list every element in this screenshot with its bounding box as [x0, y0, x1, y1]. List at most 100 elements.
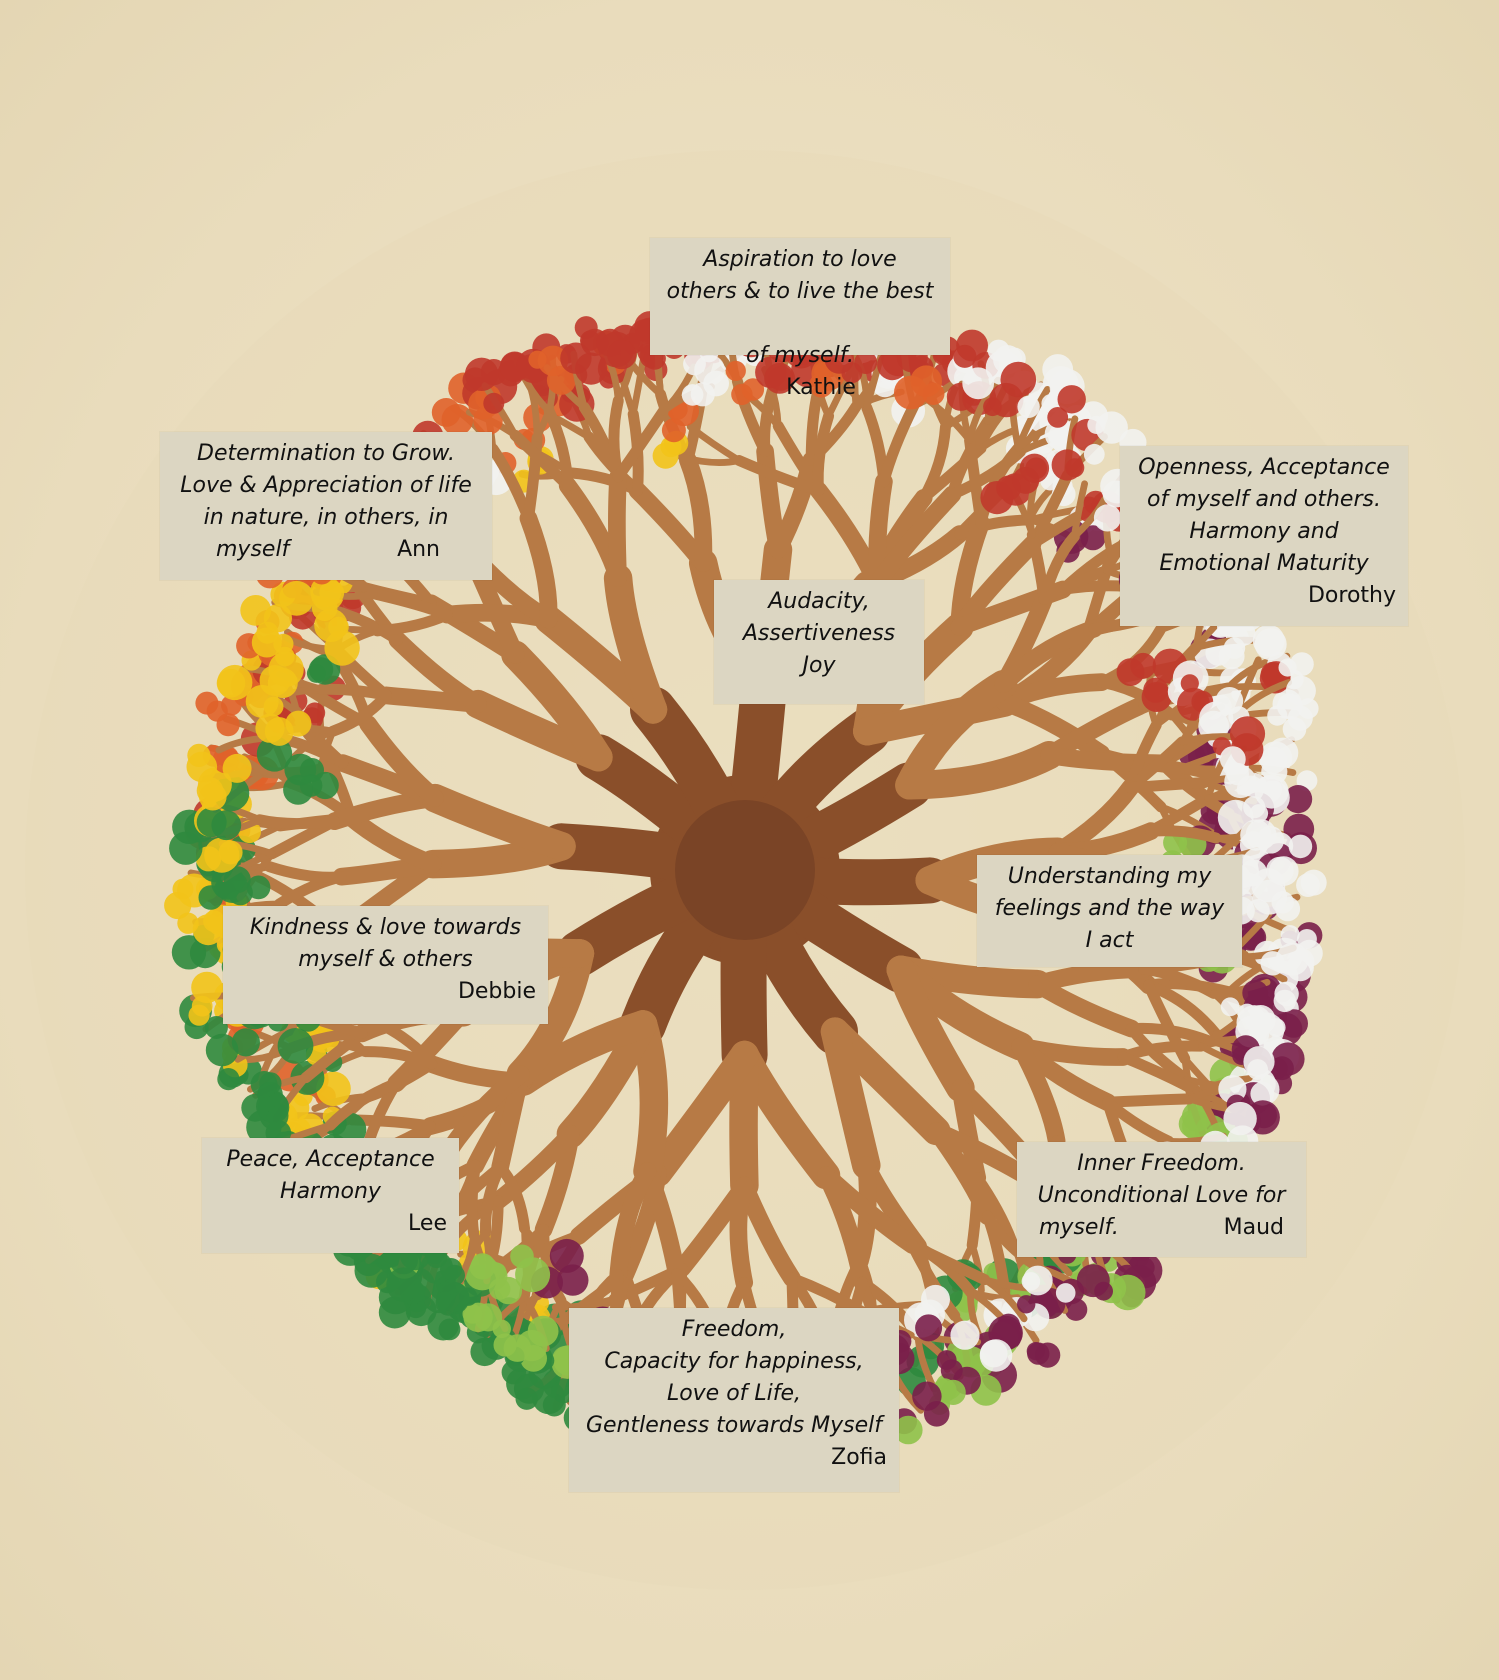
leaf — [284, 754, 316, 786]
leaf — [439, 1282, 469, 1312]
note-lee: Peace, Acceptance Harmony Lee — [202, 1138, 459, 1253]
leaf — [950, 1321, 979, 1350]
note-last-row: myself Ann — [172, 534, 480, 566]
leaf — [1247, 1059, 1268, 1080]
leaf — [956, 330, 988, 362]
author-name: Lee — [214, 1208, 447, 1240]
leaf — [514, 1374, 544, 1404]
leaf — [1289, 835, 1313, 859]
author-name: Debbie — [235, 976, 536, 1008]
leaf — [1094, 1282, 1113, 1301]
leaf — [1301, 870, 1327, 896]
leaf — [187, 744, 210, 767]
leaf — [980, 1340, 1008, 1368]
note-line: Love & Appreciation of life — [172, 470, 480, 502]
leaf — [915, 1314, 942, 1341]
note-line: Aspiration to love — [662, 244, 938, 276]
leaf — [1143, 678, 1168, 703]
leaf — [543, 1394, 566, 1417]
note-line: Understanding my — [989, 861, 1230, 893]
leaf — [1056, 1283, 1076, 1303]
note-line: Openness, Acceptance — [1132, 452, 1396, 484]
trunk-center — [675, 800, 815, 940]
note-line: feelings and the way — [989, 893, 1230, 925]
leaf — [515, 1257, 550, 1292]
note-line: Harmony — [214, 1176, 447, 1208]
leaf — [386, 1267, 420, 1301]
leaf — [1022, 1272, 1041, 1291]
note-line: Unconditional Love for — [1029, 1180, 1294, 1212]
leaf — [989, 383, 1023, 417]
leaf — [439, 1319, 461, 1341]
leaf — [1224, 766, 1256, 798]
leaf — [1246, 899, 1269, 922]
leaf — [251, 1071, 278, 1098]
note-line: Gentleness towards Myself — [581, 1410, 887, 1442]
leaf — [528, 1316, 559, 1347]
note-line: Inner Freedom. — [1029, 1148, 1294, 1180]
leaf — [1047, 407, 1068, 428]
note-ann: Determination to Grow. Love & Appreciati… — [160, 432, 492, 580]
note-zofia: Freedom, Capacity for happiness, Love of… — [569, 1308, 899, 1492]
leaf — [432, 398, 461, 427]
note-line: in nature, in others, in — [172, 502, 480, 534]
branch — [617, 477, 618, 578]
leaf — [1017, 1295, 1035, 1313]
leaf — [199, 783, 227, 811]
leaf — [550, 1239, 584, 1273]
leaf — [483, 393, 504, 414]
note-dorothy: Openness, Acceptance of myself and other… — [1120, 446, 1408, 626]
note-line: Freedom, — [581, 1314, 887, 1346]
leaf — [1283, 717, 1307, 741]
note-line: myself & others — [235, 944, 536, 976]
note-line: Love of Life, — [581, 1378, 887, 1410]
note-line: Peace, Acceptance — [214, 1144, 447, 1176]
note-line: Audacity, — [726, 586, 912, 618]
note-understanding: Understanding my feelings and the way I … — [977, 855, 1242, 967]
author-name: Zofia — [581, 1442, 887, 1474]
branch — [1108, 1099, 1190, 1102]
leaf — [203, 910, 225, 932]
leaf — [1243, 796, 1265, 818]
note-joy: Audacity, Assertiveness Joy — [714, 580, 924, 704]
leaf — [1230, 716, 1265, 751]
author-name: Maud — [1224, 1212, 1284, 1244]
note-line: of myself. — [746, 343, 854, 368]
leaf — [207, 701, 228, 722]
leaf — [211, 810, 241, 840]
branch — [614, 401, 618, 477]
note-last-row: of myself. Kathie — [662, 308, 938, 436]
leaf — [465, 358, 498, 391]
note-debbie: Kindness & love towards myself & others … — [223, 906, 548, 1024]
leaf — [206, 1034, 239, 1067]
note-line: Determination to Grow. — [172, 438, 480, 470]
note-maud: Inner Freedom. Unconditional Love for my… — [1017, 1142, 1306, 1257]
author-name: Ann — [397, 534, 440, 566]
leaf — [1281, 925, 1300, 944]
leaf — [279, 581, 314, 616]
leaf — [1094, 504, 1121, 531]
leaf — [1255, 628, 1287, 660]
note-line: myself — [216, 534, 289, 566]
leaf — [223, 754, 252, 783]
leaf — [937, 1350, 957, 1370]
leaf — [1242, 980, 1268, 1006]
note-line: Assertiveness — [726, 618, 912, 650]
leaf — [924, 1401, 950, 1427]
leaf — [240, 595, 271, 626]
leaf — [1065, 458, 1084, 477]
leaf — [1117, 658, 1145, 686]
leaf — [268, 668, 298, 698]
note-line: Joy — [726, 650, 912, 682]
leaf — [494, 1333, 517, 1356]
leaf — [1274, 990, 1296, 1012]
note-last-row: myself. Maud — [1029, 1212, 1294, 1244]
leaf — [1224, 637, 1246, 659]
leaf — [285, 711, 311, 737]
leaf — [1084, 444, 1105, 465]
note-line: myself. — [1039, 1212, 1119, 1244]
note-line: Harmony and — [1132, 516, 1396, 548]
leaf — [217, 1068, 239, 1090]
leaf — [1277, 693, 1303, 719]
